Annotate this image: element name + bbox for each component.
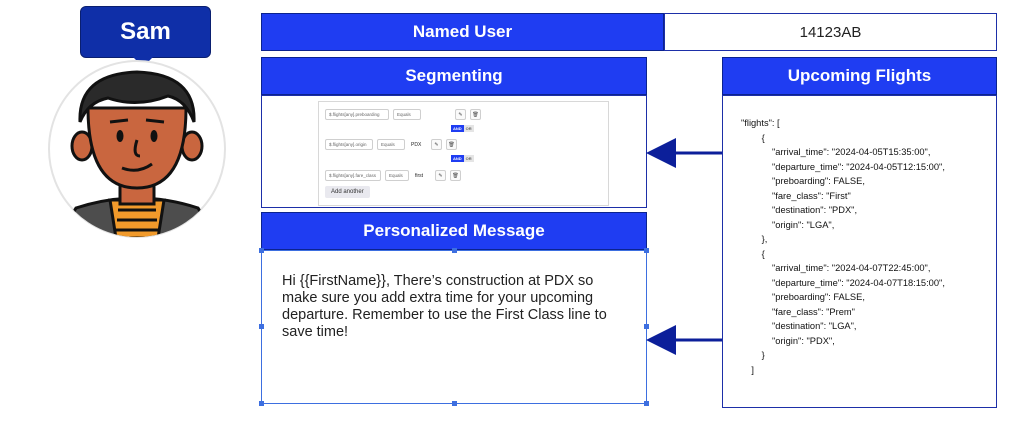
upcoming-flights-header: Upcoming Flights	[722, 57, 997, 95]
json-line: "origin": "PDX",	[741, 335, 835, 346]
and-option[interactable]: AND	[451, 155, 464, 162]
resize-handle[interactable]	[452, 401, 457, 406]
json-line: "fare_class": "Prem"	[741, 306, 855, 317]
json-line: "destination": "PDX",	[741, 205, 858, 215]
rule-field[interactable]: $.flights[any].origin	[325, 139, 373, 150]
edit-icon[interactable]: ✎	[431, 139, 442, 150]
rule-field[interactable]: $.flights[any].fare_class	[325, 170, 381, 181]
json-line: {	[741, 132, 765, 143]
resize-handle[interactable]	[259, 248, 264, 253]
user-name-badge: Sam	[80, 6, 211, 58]
edit-icon[interactable]: ✎	[435, 170, 446, 181]
named-user-label: Named User	[261, 13, 664, 51]
json-line: "flights": [	[741, 118, 780, 128]
trash-icon[interactable]: 🗑	[450, 170, 461, 181]
json-line: "origin": "LGA",	[741, 219, 835, 230]
or-option[interactable]: OR	[463, 125, 474, 132]
json-line: "preboarding": FALSE,	[741, 292, 865, 302]
json-line: "departure_time": "2024-04-05T12:15:00",	[741, 161, 945, 172]
segment-rule: $.flights[any].origin Equals PDX ✎ 🗑	[325, 139, 457, 150]
flights-json: "flights": [ { "arrival_time": "2024-04-…	[741, 116, 945, 377]
json-line: ]	[741, 364, 754, 375]
or-option[interactable]: OR	[463, 155, 474, 162]
resize-handle[interactable]	[644, 401, 649, 406]
segment-rule-builder: $.flights[any].preboarding Equals ✎ 🗑 AN…	[318, 101, 609, 206]
named-user-id: 14123AB	[664, 13, 997, 51]
personalized-message-header: Personalized Message	[261, 212, 647, 250]
and-or-toggle[interactable]: AND OR	[451, 155, 474, 162]
upcoming-flights-panel: "flights": [ { "arrival_time": "2024-04-…	[722, 95, 997, 408]
segment-rule: $.flights[any].preboarding Equals ✎ 🗑	[325, 109, 481, 120]
and-option[interactable]: AND	[451, 125, 464, 132]
json-line: {	[741, 248, 765, 259]
resize-handle[interactable]	[452, 248, 457, 253]
json-line: "arrival_time": "2024-04-07T22:45:00",	[741, 263, 931, 273]
json-line: "fare_class": "First"	[741, 190, 851, 201]
json-line: },	[741, 234, 768, 244]
edit-icon[interactable]: ✎	[455, 109, 466, 120]
rule-operator[interactable]: Equals	[393, 109, 421, 120]
json-line: "departure_time": "2024-04-07T18:15:00",	[741, 277, 945, 288]
message-text[interactable]: Hi {{FirstName}}, There’s construction a…	[282, 273, 607, 340]
add-another-button[interactable]: Add another	[325, 186, 370, 198]
json-line: "arrival_time": "2024-04-05T15:35:00",	[741, 147, 931, 157]
json-line: "destination": "LGA",	[741, 321, 857, 331]
user-avatar-icon	[48, 60, 226, 238]
json-line: "preboarding": FALSE,	[741, 176, 865, 186]
rule-value[interactable]: PDX	[411, 141, 422, 148]
resize-handle[interactable]	[259, 324, 264, 329]
json-line: }	[741, 350, 765, 360]
trash-icon[interactable]: 🗑	[446, 139, 457, 150]
rule-operator[interactable]: Equals	[377, 139, 405, 150]
rule-field[interactable]: $.flights[any].preboarding	[325, 109, 389, 120]
segment-rule: $.flights[any].fare_class Equals first ✎…	[325, 170, 461, 181]
trash-icon[interactable]: 🗑	[470, 109, 481, 120]
and-or-toggle[interactable]: AND OR	[451, 125, 474, 132]
rule-operator[interactable]: Equals	[385, 170, 409, 181]
segmenting-header: Segmenting	[261, 57, 647, 95]
resize-handle[interactable]	[259, 401, 264, 406]
rule-value[interactable]: first	[415, 172, 424, 179]
resize-handle[interactable]	[644, 248, 649, 253]
personalized-message-editor[interactable]: Hi {{FirstName}}, There’s construction a…	[259, 248, 649, 406]
